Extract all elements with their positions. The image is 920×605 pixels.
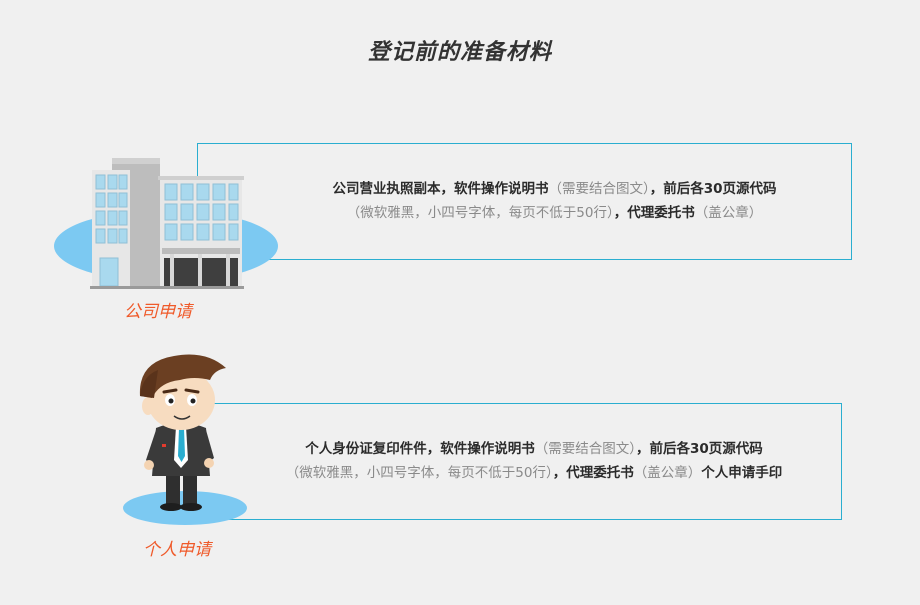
personal-line-2-seg-2: （盖公章） (633, 465, 702, 481)
personal-line-1-seg-0: 个人身份证复印件件，软件操作说明书 (305, 441, 535, 457)
company-requirements-text: 公司营业执照副本，软件操作说明书（需要结合图文），前后各30页源代码 （微软雅黑… (198, 177, 851, 225)
company-line-2-seg-1: ，代理委托书 (613, 205, 695, 221)
company-line-1: 公司营业执照副本，软件操作说明书（需要结合图文），前后各30页源代码 (258, 177, 851, 201)
personal-line-2-seg-3: 个人申请手印 (701, 465, 783, 481)
personal-requirements-box: 个人身份证复印件件，软件操作说明书（需要结合图文），前后各30页源代码 （微软雅… (196, 403, 842, 520)
company-line-2-seg-0: （微软雅黑，小四号字体，每页不低于50行） (346, 205, 614, 221)
personal-requirements-text: 个人身份证复印件件，软件操作说明书（需要结合图文），前后各30页源代码 （微软雅… (197, 437, 841, 485)
personal-line-2-seg-1: ，代理委托书 (552, 465, 634, 481)
page-title: 登记前的准备材料 (367, 40, 552, 65)
personal-application-label: 个人申请 (143, 540, 211, 560)
personal-line-1-seg-2: ，前后各30页源代码 (635, 441, 763, 457)
personal-line-2: （微软雅黑，小四号字体，每页不低于50行），代理委托书（盖公章）个人申请手印 (227, 461, 841, 485)
company-requirements-box: 公司营业执照副本，软件操作说明书（需要结合图文），前后各30页源代码 （微软雅黑… (197, 143, 852, 260)
personal-line-1: 个人身份证复印件件，软件操作说明书（需要结合图文），前后各30页源代码 (227, 437, 841, 461)
company-line-2-seg-2: （盖公章） (694, 205, 763, 221)
company-application-label: 公司申请 (124, 302, 192, 322)
company-line-1-seg-2: ，前后各30页源代码 (649, 181, 777, 197)
personal-line-1-seg-1: （需要结合图文） (534, 441, 636, 457)
businessman-illustration (123, 354, 247, 525)
company-line-1-seg-1: （需要结合图文） (548, 181, 650, 197)
company-building-illustration (54, 158, 278, 289)
personal-line-2-seg-0: （微软雅黑，小四号字体，每页不低于50行） (285, 465, 553, 481)
company-line-1-seg-0: 公司营业执照副本，软件操作说明书 (332, 181, 549, 197)
company-line-2: （微软雅黑，小四号字体，每页不低于50行），代理委托书（盖公章） (258, 201, 851, 225)
